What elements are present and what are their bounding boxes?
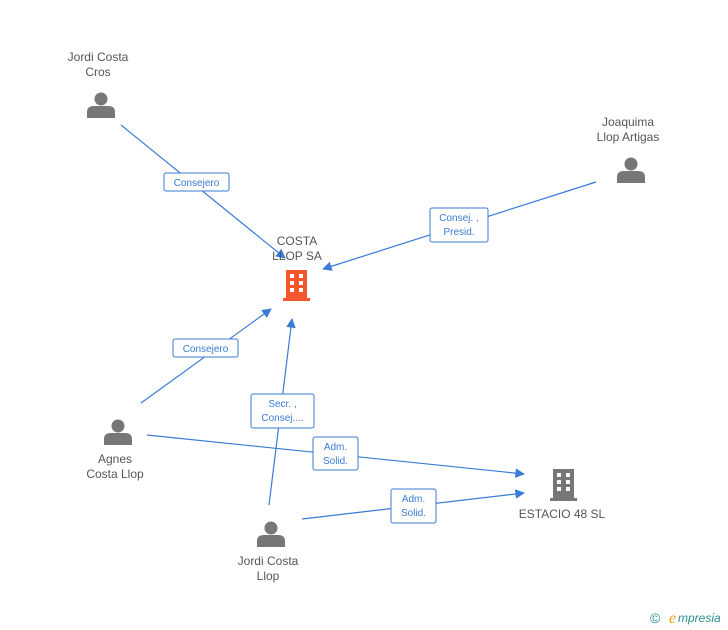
node-label: Cros: [85, 65, 110, 79]
brand-logo: © e mpresia: [650, 610, 721, 627]
node-label: ESTACIO 48 SL: [519, 507, 606, 521]
edge-label: Consejero: [174, 178, 220, 189]
person-icon: [104, 419, 132, 445]
edge-label: Secr. ,: [268, 399, 296, 410]
edge-label: Consej....: [261, 413, 303, 424]
node-costa-llop-sa[interactable]: COSTA LLOP SA: [272, 234, 322, 301]
node-joaquima-llop-artigas[interactable]: Joaquima Llop Artigas: [597, 115, 660, 183]
building-icon: [283, 270, 310, 301]
edge-label: Adm.: [402, 494, 425, 505]
brand-name: mpresia: [678, 611, 721, 625]
node-jordi-costa-llop[interactable]: Jordi Costa Llop: [238, 521, 299, 584]
node-label: Jordi Costa: [238, 554, 299, 568]
building-icon: [550, 469, 577, 501]
node-agnes-costa-llop[interactable]: Agnes Costa Llop: [86, 419, 144, 482]
edge-label: Presid.: [443, 227, 474, 238]
copyright-symbol: ©: [650, 610, 661, 626]
edge-label: Consejero: [183, 344, 229, 355]
node-label: Joaquima: [602, 115, 654, 129]
edge-joaquima-costa-llop[interactable]: Consej. , Presid.: [322, 181, 597, 271]
node-label: Llop: [257, 569, 280, 583]
edge-jordi-llop-estacio[interactable]: Adm. Solid.: [301, 488, 525, 524]
edge-agnes-costa-llop[interactable]: Consejero: [140, 308, 272, 404]
node-label: Jordi Costa: [68, 50, 129, 64]
brand-e: e: [669, 610, 676, 627]
node-label: Llop Artigas: [597, 130, 660, 144]
person-icon: [87, 92, 115, 118]
person-icon: [617, 157, 645, 183]
edge-label: Solid.: [323, 456, 348, 467]
edge-agnes-estacio[interactable]: Adm. Solid.: [146, 434, 525, 478]
edge-label: Consej. ,: [439, 213, 478, 224]
edge-jordi-cros-costa-llop[interactable]: Consejero: [120, 124, 286, 259]
node-label: LLOP SA: [272, 249, 322, 263]
node-label: COSTA: [277, 234, 317, 248]
person-icon: [257, 521, 285, 547]
node-jordi-costa-cros[interactable]: Jordi Costa Cros: [68, 50, 129, 118]
node-label: Costa Llop: [86, 467, 144, 481]
edge-label: Adm.: [324, 442, 347, 453]
node-label: Agnes: [98, 452, 132, 466]
edge-label: Solid.: [401, 508, 426, 519]
edges: Consejero Consej. , Presid. Consejero Se…: [120, 124, 597, 524]
edge-jordi-llop-costa-llop[interactable]: Secr. , Consej....: [250, 318, 315, 506]
node-estacio-48-sl[interactable]: ESTACIO 48 SL: [519, 469, 606, 521]
